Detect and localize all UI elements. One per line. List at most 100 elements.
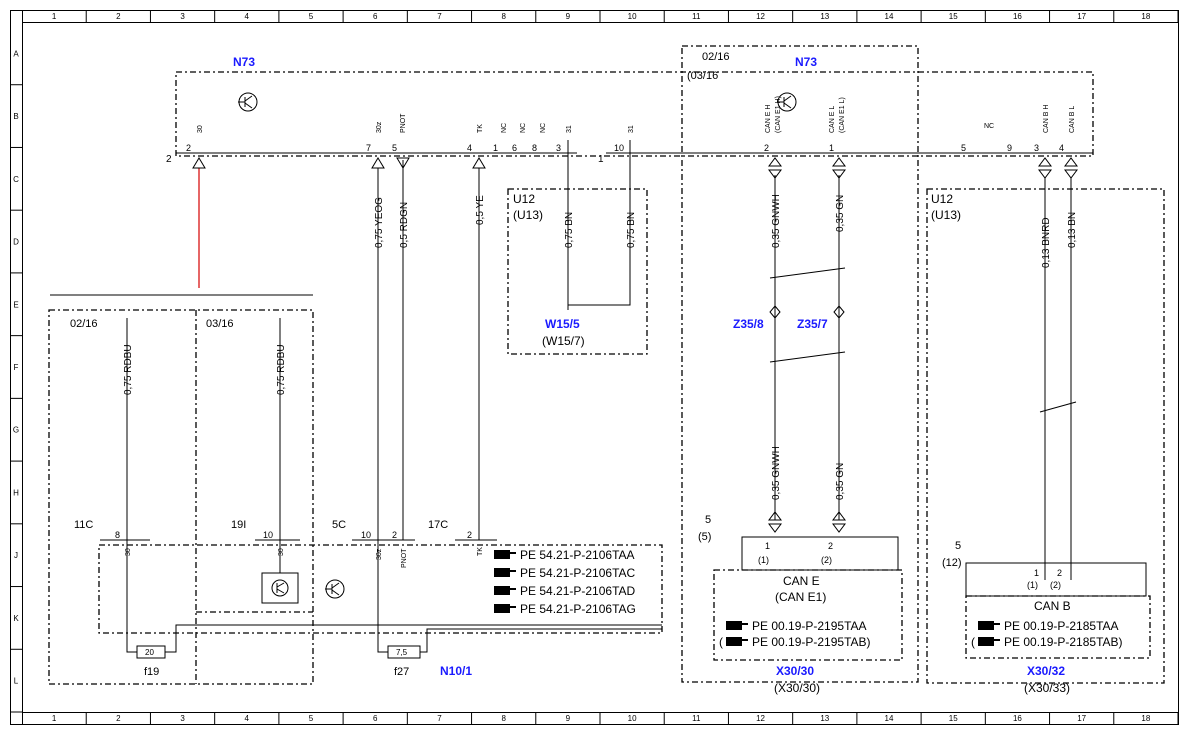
w155-label: W15/5 [545,317,580,331]
reference-text[interactable]: PE 00.19-P-2185TAA [1004,619,1119,633]
reference-text[interactable]: PE 54.21-P-2106TAC [520,566,636,580]
fuse-group-box [48,309,314,685]
ruler-col-label: 17 [1077,12,1086,21]
conn-y12p: (12) [942,557,962,569]
pin-num: 1 [598,154,604,165]
conn-x5p: (5) [698,531,711,543]
diamond-icon [769,305,781,319]
u12-label-a: U12 [513,192,535,206]
transistor-icon [325,579,345,599]
reference-text[interactable]: PE 00.19-P-2185TAB) [1004,635,1123,649]
pin-num: 1 [493,143,498,153]
wire-label-gn2: 0,35 GN [835,463,846,500]
f19-label: f19 [144,666,159,678]
fuse-27-wire-r [420,628,662,653]
ruler: 1122334455667788991010111112121313141415… [10,10,1179,724]
hand-pointer-icon [494,604,510,613]
pin-num: 6 [512,143,517,153]
hand-pointer-icon [494,550,510,559]
conn-pin-30z: 30z [376,548,383,560]
reference-text[interactable]: PE 54.21-P-2106TAD [520,584,636,598]
ruler-row-label: F [14,363,19,372]
version-0316-left: 03/16 [206,318,234,330]
conn-x1: 1 [765,541,770,551]
pin-can-e1-h: (CAN E1 H) [775,96,782,133]
reference-text[interactable]: PE 54.21-P-2106TAA [520,548,635,562]
arrow-icon [832,511,846,533]
hand-pointer-icon [742,623,748,625]
conn-x2p: (2) [821,555,832,565]
ruler-col-label: 7 [437,714,442,723]
fuse-20-label: 20 [145,648,154,657]
pin-nc-4: NC [984,123,994,130]
wire-label-bn2: 0,75 BN [626,212,637,248]
u13-label-b: (U13) [931,208,961,222]
ruler-col-label: 11 [692,714,701,723]
fuse-27-wire [377,635,388,653]
z357-label: Z35/7 [797,317,828,331]
reference-item[interactable]: PE 54.21-P-2106TAC [494,566,636,580]
pin-31-a: 31 [566,125,573,133]
hand-pointer-icon [494,586,510,595]
hand-pointer-icon [494,568,510,577]
ruler-col-label: 12 [756,714,765,723]
wire-label-rdgn: 0,5 RDGN [399,202,410,248]
twist-3 [1039,401,1077,413]
ruler-row-label: H [13,488,19,497]
reference-item[interactable]: PE 54.21-P-2106TAD [494,584,636,598]
conn-5c: 5C [332,519,346,531]
arrow-icon [832,157,846,179]
ruler-col-label: 4 [245,12,250,21]
ruler-col-label: 1 [52,714,57,723]
wire-label-rdbu1: 0,75 RDBU [123,344,134,395]
hand-pointer-icon [742,639,748,641]
ruler-col-label: 8 [501,12,506,21]
pin-can-e-h: CAN E H [765,105,772,133]
pin-31-b: 31 [628,125,635,133]
ruler-col-label: 11 [692,12,701,21]
conn-x1p: (1) [758,555,769,565]
hand-pointer-icon [978,621,994,630]
reference-text[interactable]: PE 00.19-P-2195TAB) [752,635,871,649]
reference-item[interactable]: (PE 00.19-P-2185TAB) [971,635,1123,649]
transistor-icon [777,92,797,112]
conn-pin: 10 [263,530,273,540]
conn-pin-30b: 30 [278,548,285,556]
reference-item[interactable]: ( PE 00.19-P-2195TAB) [719,635,871,649]
frame-outer [10,10,1179,725]
pin-nc-3: NC [540,123,547,133]
reference-item[interactable]: PE 00.19-P-2195TAA [726,619,867,633]
ruler-col-label: 16 [1013,714,1022,723]
arrow-icon [1064,157,1078,179]
wire-label-yeog: 0,75 YEOG [374,197,385,248]
hand-pointer-icon [978,637,994,646]
reference-text[interactable]: PE 54.21-P-2106TAG [520,602,636,616]
pin-num: 3 [1034,143,1039,153]
ruler-col-label: 6 [373,714,378,723]
pin-30: 30 [197,125,204,133]
reference-paren: ( [719,635,723,649]
version-0316-top: (03/16 [687,70,718,82]
version-0216-left: 02/16 [70,318,98,330]
transistor-icon [271,579,289,597]
n73-label-right: N73 [795,55,817,69]
arrow-icon [768,169,782,179]
cane-label: CAN E [783,574,820,588]
conn-pin: 2 [392,530,397,540]
conn-x2: 2 [828,541,833,551]
reference-item[interactable]: PE 54.21-P-2106TAA [494,548,635,562]
conn-19i: 19I [231,519,246,531]
conn-11c: 11C [74,519,93,531]
reference-item[interactable]: PE 54.21-P-2106TAG [494,602,636,616]
reference-item[interactable]: PE 00.19-P-2185TAA [978,619,1119,633]
ruler-col-label: 2 [116,12,121,21]
x3033-label: (X30/33) [1024,681,1070,695]
ruler-col-label: 14 [885,12,894,21]
reference-text[interactable]: PE 00.19-P-2195TAA [752,619,867,633]
transistor-icon [238,92,258,112]
ruler-col-label: 8 [501,714,506,723]
ruler-col-label: 7 [437,12,442,21]
hand-pointer-icon [510,606,516,608]
pin-num: 8 [532,143,537,153]
fuse-19-wire-r [165,624,662,653]
